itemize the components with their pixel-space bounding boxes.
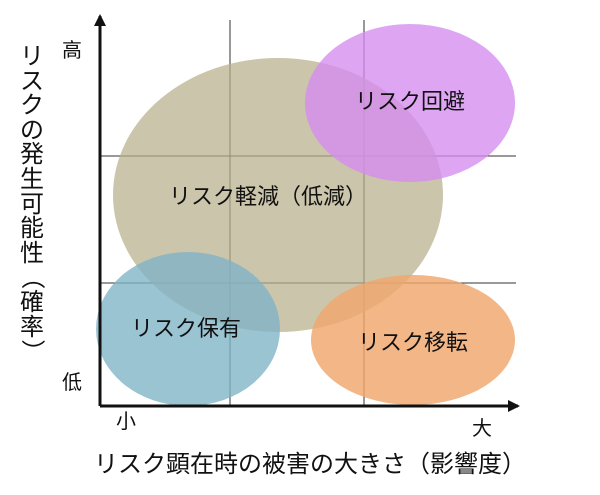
- y-axis-high-label: 高: [62, 38, 82, 62]
- region-risk-retain: [96, 252, 280, 406]
- y-axis-title: リスクの発生可能性（確率）: [14, 44, 50, 384]
- x-axis-low-label: 小: [116, 409, 136, 433]
- x-axis-high-label: 大: [472, 416, 492, 440]
- y-axis-title-char: 発: [20, 140, 44, 169]
- region-risk-avoid: [305, 24, 515, 182]
- x-axis-title: リスク顕在時の被害の大きさ（影響度）: [94, 450, 526, 478]
- y-axis-title-char: 率: [20, 312, 44, 341]
- region-labels: リスク回避 リスク軽減（低減） リスク保有 リスク移転: [131, 90, 468, 356]
- y-axis-title-char: 可: [20, 189, 44, 218]
- risk-regions: [96, 24, 515, 406]
- axis-end-labels: 高 低 小 大: [62, 38, 492, 440]
- label-risk-retain: リスク保有: [131, 317, 241, 342]
- region-risk-transfer: [311, 275, 515, 405]
- y-axis-title-char: の: [20, 115, 44, 144]
- y-axis-title-char: 能: [20, 214, 44, 243]
- y-axis-title-char: 性: [20, 238, 44, 267]
- axes: [94, 14, 520, 412]
- y-axis-title-char: ）: [18, 339, 47, 364]
- y-axis-title-char: 生: [20, 164, 44, 193]
- y-axis-title-char: ク: [20, 91, 44, 120]
- y-axis-title-char: 確: [20, 287, 44, 316]
- y-axis-title-char: リ: [20, 42, 44, 70]
- y-axis-title-char: ス: [20, 66, 44, 95]
- label-risk-transfer: リスク移転: [358, 331, 468, 356]
- y-axis-title-char: （: [18, 265, 47, 290]
- label-risk-reduce: リスク軽減（低減）: [169, 185, 367, 210]
- y-axis-low-label: 低: [62, 370, 82, 394]
- label-risk-avoid: リスク回避: [355, 90, 465, 115]
